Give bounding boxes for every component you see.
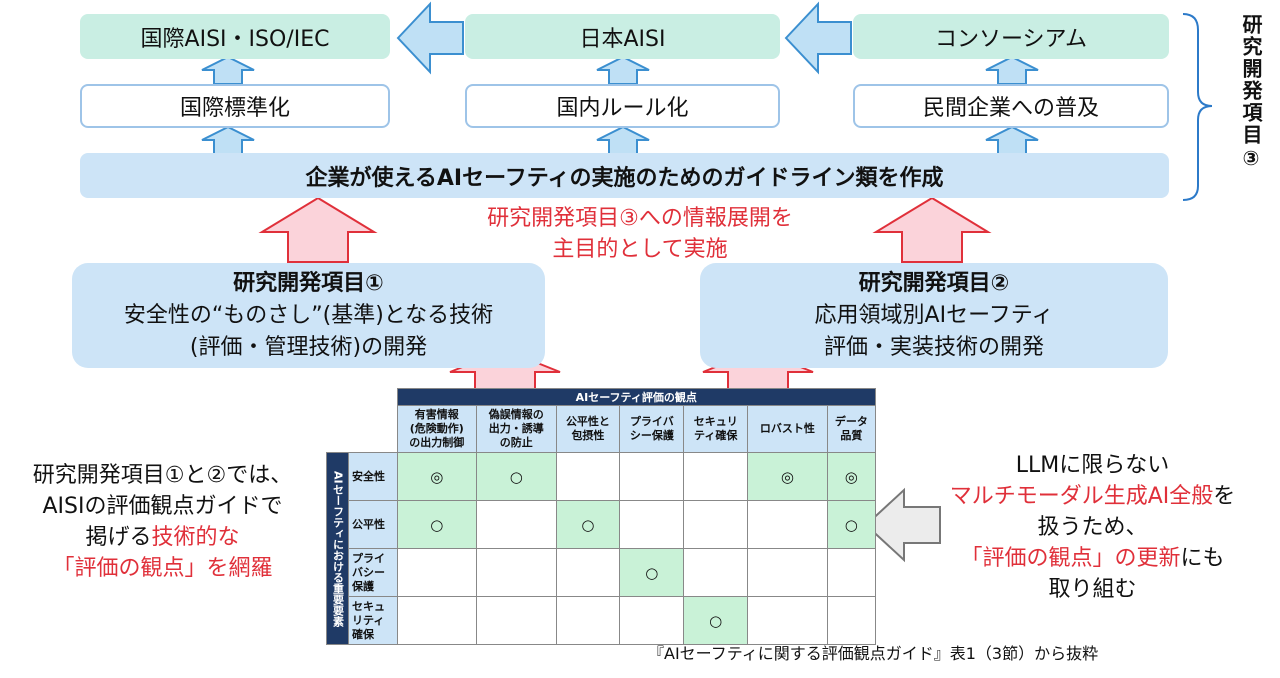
- arrow-left-gray-icon: [864, 487, 941, 563]
- evaluation-table: AIセーフティ評価の観点 有害情報(危険動作)の出力制御 偽誤情報の出力・誘導の…: [326, 388, 877, 645]
- table-cell: [619, 452, 685, 501]
- arrow-up-icon: [985, 55, 1039, 85]
- left-note: 研究開発項目①と②では、 AISIの評価観点ガイドで 掲げる技術的な 「評価の観…: [32, 463, 293, 581]
- column-header: 有害情報(危険動作)の出力制御: [396, 405, 477, 453]
- table-side-label: AIセーフティにおける重要要素: [326, 452, 349, 645]
- row-header: 安全性: [348, 452, 398, 501]
- row-header: 公平性: [348, 500, 398, 549]
- center-note: 研究開発項目③への情報展開を 主目的として実施: [487, 206, 793, 262]
- brace-icon: [1182, 13, 1213, 201]
- table-caption: 『AIセーフティに関する評価観点ガイド』表1（3節）から抜粋: [648, 644, 1099, 663]
- table-cell: [619, 596, 685, 645]
- table-row: セキュリティ確保 ○: [327, 596, 877, 645]
- column-header: 公平性と包摂性: [555, 405, 621, 453]
- mid-box-private-adoption: 民間企業への普及: [853, 84, 1169, 128]
- top-box-international: 国際AISI・ISO/IEC: [80, 14, 390, 59]
- table-cell: ○: [555, 500, 621, 549]
- column-header: ロバスト性: [747, 405, 828, 453]
- table-cell: [826, 548, 877, 597]
- guideline-box: 企業が使えるAIセーフティの実施のためのガイドライン類を作成: [80, 153, 1169, 198]
- table-title: AIセーフティ評価の観点: [396, 388, 876, 406]
- table-cell: [396, 548, 477, 597]
- table-cell: [476, 500, 557, 549]
- row-header: セキュリティ確保: [348, 596, 398, 645]
- table-cell: ◎: [826, 452, 877, 501]
- table-row: AIセーフティにおける重要要素 安全性 ◎ ○ ◎ ◎: [326, 452, 877, 645]
- mid-box-domestic-rules: 国内ルール化: [465, 84, 780, 128]
- arrow-up-pink-icon: [258, 196, 378, 263]
- table-cell: ○: [683, 596, 749, 645]
- table-cell: [555, 548, 621, 597]
- research-item-1: 研究開発項目① 安全性の“ものさし”(基準)となる技術 (評価・管理技術)の開発: [72, 263, 545, 368]
- table-cell: ◎: [396, 452, 477, 501]
- table-cell: ○: [826, 500, 877, 549]
- arrow-up-icon: [985, 125, 1039, 155]
- arrow-up-icon: [596, 125, 650, 155]
- table-cell: [476, 596, 557, 645]
- arrow-up-pink-icon: [872, 196, 992, 263]
- column-header: データ品質: [826, 405, 877, 453]
- research-item-2-title: 研究開発項目②: [858, 270, 1010, 296]
- row-header: プライバシー保護: [348, 548, 398, 597]
- top-box-japan: 日本AISI: [465, 14, 780, 59]
- column-header: セキュリティ確保: [683, 405, 749, 453]
- table-cell: [619, 500, 685, 549]
- table-cell: [747, 596, 828, 645]
- research-item-1-title: 研究開発項目①: [233, 270, 384, 296]
- table-cell: [555, 596, 621, 645]
- table-cell: ○: [396, 500, 477, 549]
- right-note: LLMに限らない マルチモーダル生成AI全般を 扱うため、 「評価の観点」の更新…: [949, 453, 1236, 602]
- arrow-left-icon: [784, 1, 852, 75]
- table-row: 公平性 ○ ○ ○: [327, 500, 877, 549]
- table-cell: ◎: [747, 452, 828, 501]
- table-cell: ○: [619, 548, 685, 597]
- column-header: 偽誤情報の出力・誘導の防止: [476, 405, 557, 453]
- table-cell: [683, 548, 749, 597]
- side-label: 研究開発項目③: [1239, 14, 1263, 172]
- table-row: プライバシー保護 ○: [327, 548, 877, 597]
- table-cell: [747, 500, 828, 549]
- table-cell: [476, 548, 557, 597]
- table-cell: [683, 500, 749, 549]
- table-cell: [396, 596, 477, 645]
- table-cell: ○: [476, 452, 557, 501]
- table-cell: [826, 596, 877, 645]
- research-item-2: 研究開発項目② 応用領域別AIセーフティ 評価・実装技術の開発: [700, 263, 1168, 368]
- column-header: プライバシー保護: [619, 405, 685, 453]
- arrow-left-icon: [396, 1, 464, 75]
- table-cell: [683, 452, 749, 501]
- arrow-up-icon: [201, 125, 255, 155]
- mid-box-standardization: 国際標準化: [80, 84, 390, 128]
- top-box-consortium: コンソーシアム: [853, 14, 1169, 59]
- arrow-up-icon: [201, 55, 255, 85]
- table-cell: [555, 452, 621, 501]
- arrow-up-icon: [596, 55, 650, 85]
- table-cell: [747, 548, 828, 597]
